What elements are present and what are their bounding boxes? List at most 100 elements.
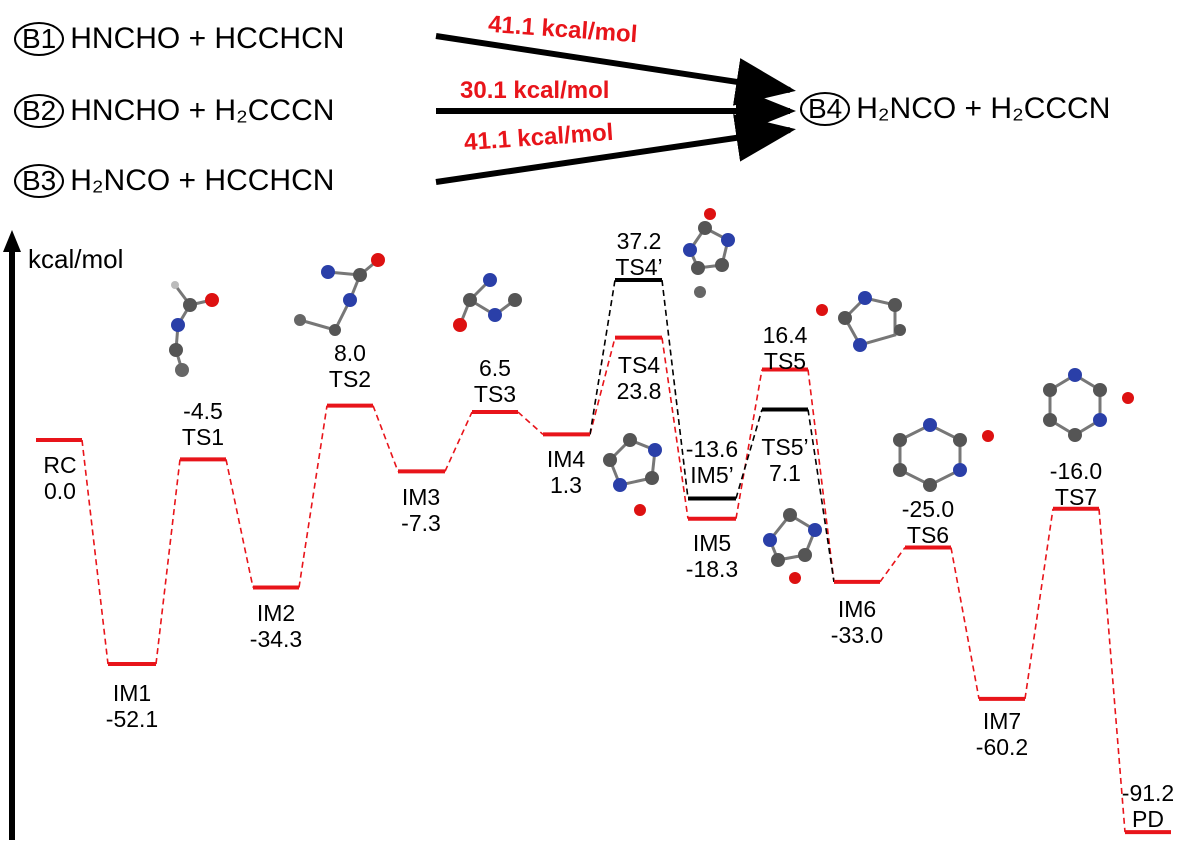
level-label-im3: IM3-7.3 [366,484,476,536]
y-axis-unit: kcal/mol [28,244,124,274]
connector-im7-ts7 [1024,508,1054,699]
level-name: TS5’ [761,434,809,460]
reaction-b1-text: HNCHO + HCCHCN [70,22,345,55]
level-name: RC [43,452,77,478]
level-name: IM1 [112,680,152,706]
connectors-layer [81,279,1126,833]
levels-layer [36,278,1171,835]
barrier-b2: 30.1 kcal/mol [460,77,610,104]
molecule-sketches [169,208,1134,584]
connector-im5p-ts5p [735,409,763,499]
level-energy: -60.2 [975,734,1029,760]
y-axis-arrowhead [3,230,21,252]
level-name: TS4 [617,352,661,378]
level-name: IM5’ [690,462,734,488]
reaction-b4-text: H₂NCO + H₂CCCN [856,92,1111,125]
molecule-ts4p [683,208,735,298]
connector-ts4p-im5p [661,279,689,499]
molecule-ts1 [169,281,219,377]
level-name: TS6 [906,522,950,548]
connector-ts1-im2 [225,459,254,588]
level-energy: 8.0 [334,340,366,366]
level-energy: -91.2 [1121,780,1175,806]
level-name: TS5 [763,348,807,374]
reaction-b1-tag: B1 [14,22,65,56]
connector-ts3-im4 [517,411,544,436]
level-label-im7: IM7-60.2 [947,708,1057,760]
level-name: TS2 [328,366,372,392]
level-name: TS7 [1054,484,1098,510]
level-energy: 0.0 [44,478,76,504]
molecule-ts4 [603,433,662,516]
connector-ts5p-im6 [807,409,835,583]
arrow-b3 [435,114,796,185]
level-energy: -4.5 [183,398,223,424]
level-name: IM3 [401,484,441,510]
connector-im2-ts2 [298,405,328,588]
level-energy: 1.3 [550,472,582,498]
molecule-ts5 [816,291,906,352]
level-label-im6: IM6-33.0 [802,596,912,648]
level-name: TS3 [473,381,517,407]
arrow-b1 [435,33,796,106]
molecule-ts5p [763,508,822,584]
reaction-b3-text: H₂NCO + HCCHCN [70,164,335,197]
connector-im5-ts5 [735,369,763,519]
molecule-ts2 [294,253,385,336]
molecule-ts6 [893,418,994,492]
connector-im1-ts1 [155,459,181,665]
connector-ts4-im5 [661,337,689,519]
connector-im4-ts4p [589,279,616,435]
reaction-b3-tag: B3 [14,164,65,198]
level-energy: -34.3 [249,626,303,652]
level-name: IM5 [692,530,732,556]
connector-ts2-im3 [372,405,399,472]
connector-im6-ts6 [879,547,906,583]
connector-ts5-im6 [807,369,835,582]
connector-im4-ts4 [589,337,616,435]
level-name: IM6 [837,596,877,622]
level-label-im5: IM5-18.3 [657,530,767,582]
level-name: TS1 [181,424,225,450]
reaction-b2-text: HNCHO + H₂CCCN [70,94,335,127]
connector-ts7-pd [1098,508,1126,833]
level-energy: 23.8 [616,378,662,404]
level-energy: -52.1 [105,706,159,732]
level-name: PD [1132,806,1164,832]
level-energy: 7.1 [769,460,801,486]
molecule-ts7 [1043,368,1134,442]
level-energy: 37.2 [616,228,662,254]
level-label-ts5p: TS5’7.1 [730,434,840,486]
level-energy: -18.3 [685,556,739,582]
level-energy: -7.3 [401,510,441,536]
connector-im3-ts3 [444,411,473,472]
level-energy: -13.6 [685,436,739,462]
reaction-b4-tag: B4 [800,92,851,126]
level-energy: 6.5 [479,355,511,381]
molecule-ts3 [453,273,522,332]
level-energy: -33.0 [830,622,884,648]
level-energy: -25.0 [901,496,955,522]
level-label-im2: IM2-34.3 [221,600,331,652]
level-label-im1: IM1-52.1 [77,680,187,732]
connector-ts6-im7 [950,547,980,700]
level-name: IM7 [982,708,1022,734]
reaction-b2-tag: B2 [14,94,65,128]
